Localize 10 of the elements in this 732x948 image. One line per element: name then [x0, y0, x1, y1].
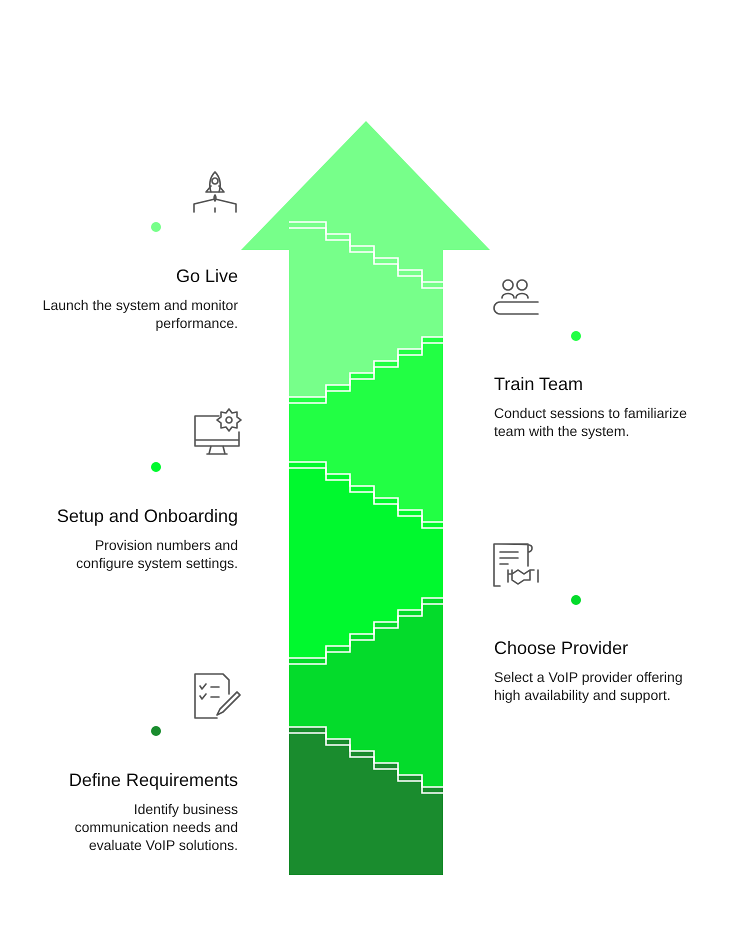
step-description: Identify business communication needs and evaluate VoIP solutions.	[74, 800, 238, 854]
step-title: Setup and Onboarding	[56, 505, 238, 528]
step-title: Go Live	[174, 265, 238, 288]
step-title: Choose Provider	[494, 637, 630, 660]
step-description: Launch the system and monitor performance.	[42, 296, 238, 332]
step-description: Provision numbers and configure system settings.	[75, 536, 238, 572]
step-description: Select a VoIP provider offering high availability and support.	[494, 668, 684, 704]
step-title: Train Team	[494, 373, 584, 396]
step-description: Conduct sessions to familiarize team with the system.	[494, 404, 688, 440]
step-title: Define Requirements	[68, 769, 238, 792]
